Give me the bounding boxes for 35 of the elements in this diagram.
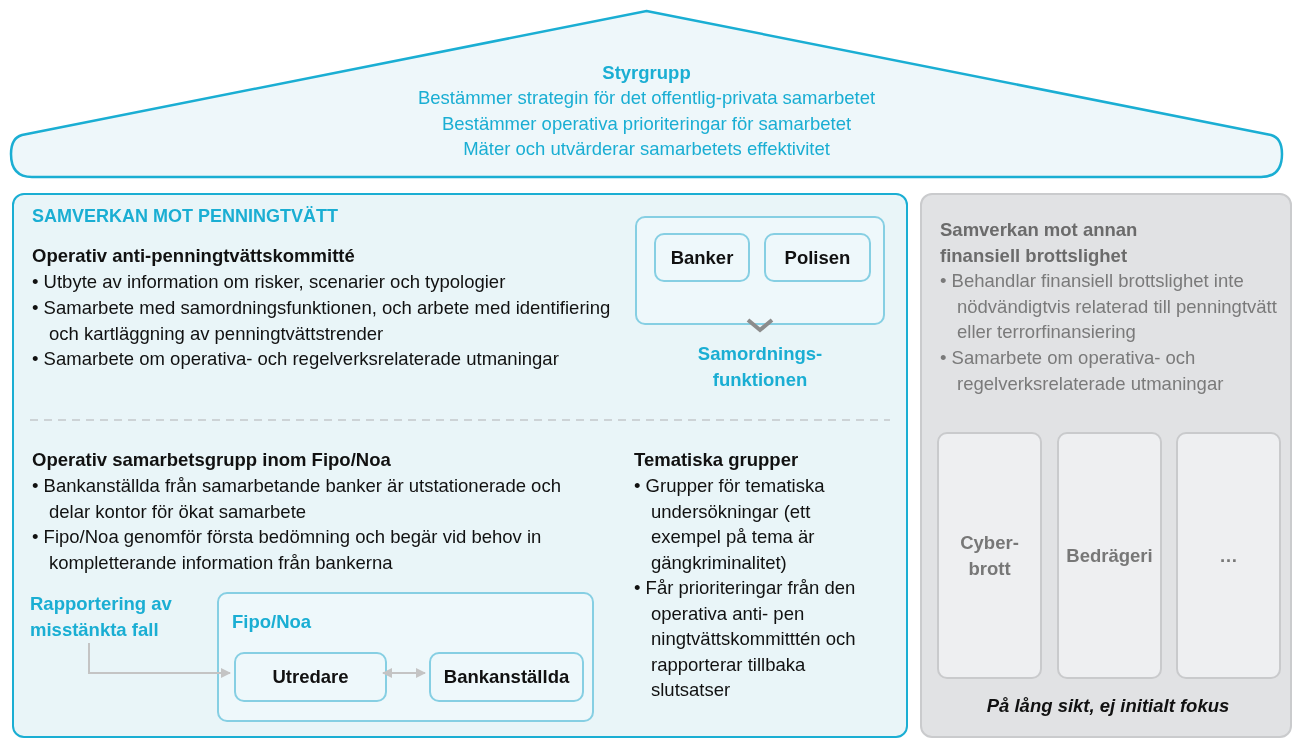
column-box: Bedrägeri: [1057, 432, 1162, 679]
column-box: Cyber- brott: [937, 432, 1042, 679]
body-text: Bestämmer operativa prioriteringar för samarbetet: [440, 112, 853, 136]
bullet-text: • Grupper för tematiska undersökningar (ett exempel på tema är gängkriminalitet): [634, 474, 826, 575]
process-box: Bankanställda: [429, 652, 584, 702]
box-outline: [635, 216, 885, 325]
process-box: Banker: [654, 233, 750, 282]
box-caption: Samordnings- funktionen: [696, 342, 824, 392]
column-box: …: [1176, 432, 1281, 679]
bullet-text: • Utbyte av information om risker, scenarier och typologier: [32, 270, 507, 294]
heading: Styrgrupp: [601, 61, 692, 85]
arrow: [88, 642, 231, 678]
bullet-text: • Får prioriteringar från den operativa anti- pen ningtvättskommitttén och rapporterar tillbaka slutsatser: [634, 576, 857, 702]
body-text: Bestämmer strategin för det offentlig-privata samarbetet: [416, 86, 877, 110]
subheading: Operativ anti-penningtvättskommitté: [32, 244, 356, 268]
text-label: Rapportering av misstänkta fall: [30, 591, 210, 645]
subheading: Samverkan mot annan finansiell brottslighet: [940, 218, 1139, 268]
box-title: Fipo/Noa: [232, 610, 312, 634]
bullet-text: • Samarbete med samordningsfunktionen, och arbete med identifiering och kartläggning av penningtvättstrender: [32, 296, 612, 346]
process-box: Polisen: [764, 233, 871, 282]
bullet-text: • Fipo/Noa genomför första bedömning och begär vid behov in kompletterande information från bankerna: [32, 525, 543, 575]
subheading: Operativ samarbetsgrupp inom Fipo/Noa: [32, 448, 392, 472]
arrow: [382, 668, 426, 678]
section-heading: SAMVERKAN MOT PENNINGTVÄTT: [32, 205, 339, 228]
body-text: Mäter och utvärderar samarbetets effektivitet: [462, 137, 831, 161]
subheading: Tematiska grupper: [634, 448, 800, 472]
group-box: [217, 592, 594, 722]
panel: [920, 193, 1292, 738]
bullet-text: • Bankanställda från samarbetande banker är utstationerade och delar kontor för ökat samarbete: [32, 474, 562, 524]
bullet-text: • Behandlar finansiell brottslighet inte nödvändigtvis relaterad till penningtvätt eller terrorfinansiering: [940, 269, 1278, 344]
note-text: På lång sikt, ej initialt fokus: [985, 694, 1231, 718]
process-box: Utredare: [234, 652, 387, 702]
bullet-text: • Samarbete om operativa- och regelverksrelaterade utmaningar: [940, 346, 1225, 396]
bullet-text: • Samarbete om operativa- och regelverksrelaterade utmaningar: [32, 347, 560, 371]
panel: [12, 193, 908, 738]
